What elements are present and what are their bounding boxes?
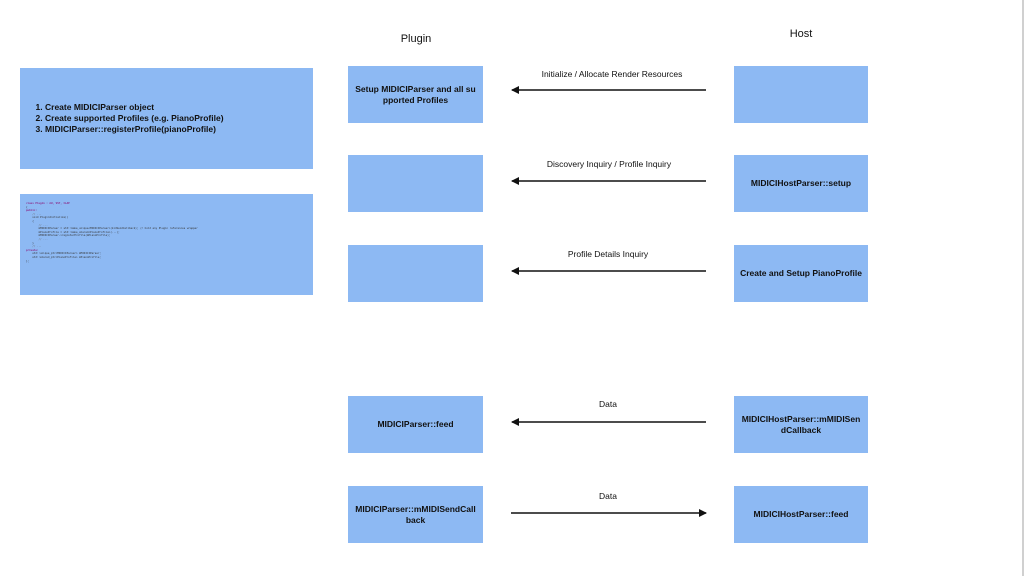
- host-box-host-parser-setup: MIDICIHostParser::setup: [734, 155, 868, 212]
- code-line: {: [26, 205, 28, 209]
- arrow-label-profile-details: Profile Details Inquiry: [567, 249, 649, 259]
- setup-step-2: Create supported Profiles (e.g. PianoPro…: [45, 113, 313, 124]
- code-line: // ...: [26, 212, 42, 216]
- plugin-box-profile-details: [348, 245, 483, 302]
- code-line: public:: [26, 209, 37, 213]
- code-snippet-box: class Plugin : AU, VST, CLAP{public: // …: [20, 194, 313, 295]
- code-line: mMIDICIParser->registerProfile(mPianoPro…: [26, 234, 111, 238]
- setup-steps-box: Create MIDICIParser object Create suppor…: [20, 68, 313, 169]
- code-line: private:: [26, 248, 39, 252]
- arrow-label-discovery: Discovery Inquiry / Profile Inquiry: [546, 159, 672, 169]
- code-line: mPianoProfile = std::make_shared<PianoPr…: [26, 230, 120, 234]
- code-line: };: [26, 259, 30, 263]
- host-box-send-callback: MIDICIHostParser::mMIDISendCallback: [734, 396, 868, 453]
- arrow-label-data-in: Data: [599, 399, 617, 409]
- code-line: }: [26, 241, 34, 245]
- code-line: mMIDICIParser = std::make_unique<MIDICIP…: [26, 227, 198, 231]
- code-line: // ...: [26, 245, 42, 249]
- arrow-label-initialize: Initialize / Allocate Render Resources: [541, 69, 683, 79]
- plugin-box-setup-parser: Setup MIDICIParser and all supported Pro…: [348, 66, 483, 123]
- setup-step-3: MIDICIParser::registerProfile(pianoProfi…: [45, 124, 313, 135]
- plugin-column-header: Plugin: [400, 33, 432, 45]
- plugin-box-discovery: [348, 155, 483, 212]
- setup-steps-list: Create MIDICIParser object Create suppor…: [27, 102, 313, 135]
- right-edge-divider: [1022, 0, 1024, 576]
- setup-step-1: Create MIDICIParser object: [45, 102, 313, 113]
- code-line: {: [26, 219, 34, 223]
- code-line: std::shared_ptr<PianoProfile> mPianoProf…: [26, 255, 101, 259]
- code-line: class Plugin : AU, VST, CLAP: [26, 202, 70, 205]
- host-box-host-parser-feed: MIDICIHostParser::feed: [734, 486, 868, 543]
- host-box-initialize: [734, 66, 868, 123]
- code-line: // ...: [26, 237, 48, 241]
- plugin-box-parser-feed: MIDICIParser::feed: [348, 396, 483, 453]
- code-line: std::unique_ptr<MIDICIParser> mMIDICIPar…: [26, 252, 101, 256]
- host-box-create-piano-profile: Create and Setup PianoProfile: [734, 245, 868, 302]
- code-line: // ...: [26, 223, 48, 227]
- code-line: void PluginInitialize(): [26, 216, 69, 220]
- arrow-label-data-out: Data: [599, 491, 617, 501]
- plugin-box-send-callback: MIDICIParser::mMIDISendCallback: [348, 486, 483, 543]
- host-column-header: Host: [789, 28, 813, 40]
